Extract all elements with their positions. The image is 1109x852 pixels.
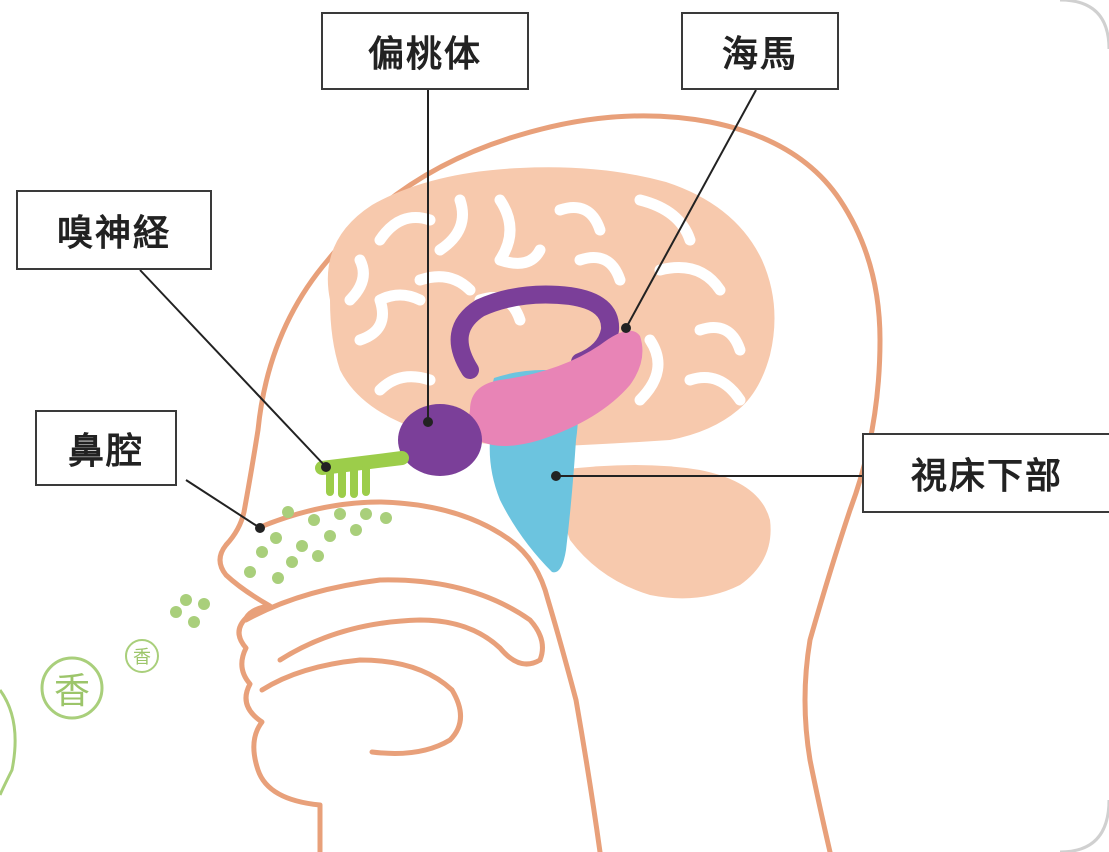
- tongue: [259, 657, 463, 756]
- scent-circle-small: [125, 639, 159, 673]
- leader-hippocampus: [625, 89, 757, 329]
- label-hypothalamus: 視床下部: [862, 433, 1109, 513]
- olfactory-bulb-fingers: [326, 463, 370, 498]
- leader-nasal: [185, 479, 261, 529]
- brain-sulcus-band: [555, 425, 765, 465]
- hippocampus-arc: [450, 285, 620, 379]
- scent-particles: [170, 506, 392, 628]
- brain-cortex: [327, 167, 775, 447]
- scent-circle-large: [40, 656, 104, 720]
- hippocampus-body: [469, 330, 643, 446]
- leader-olfactory: [139, 269, 327, 468]
- nasal-cavity-roof: [255, 499, 603, 852]
- scent-glyph-large: 香: [54, 671, 90, 712]
- scent-glyph-small: 香: [133, 647, 151, 668]
- olfactory-nerve: [315, 451, 409, 475]
- frame-corner-top-right: [1059, 0, 1109, 50]
- leader-lines: [139, 89, 862, 529]
- label-hippocampus: 海馬: [681, 12, 839, 90]
- frame-corner-bottom-right: [1059, 799, 1109, 852]
- head-outline: [217, 113, 883, 852]
- palate: [243, 577, 545, 667]
- scent-wave-arc: [0, 689, 17, 796]
- amygdala-shape: [398, 404, 482, 476]
- cerebellum: [558, 465, 771, 599]
- label-amygdala: 偏桃体: [321, 12, 529, 90]
- label-olfactory-nerve: 嗅神経: [16, 190, 212, 270]
- label-nasal-cavity: 鼻腔: [35, 410, 177, 486]
- leader-dots: [255, 323, 631, 533]
